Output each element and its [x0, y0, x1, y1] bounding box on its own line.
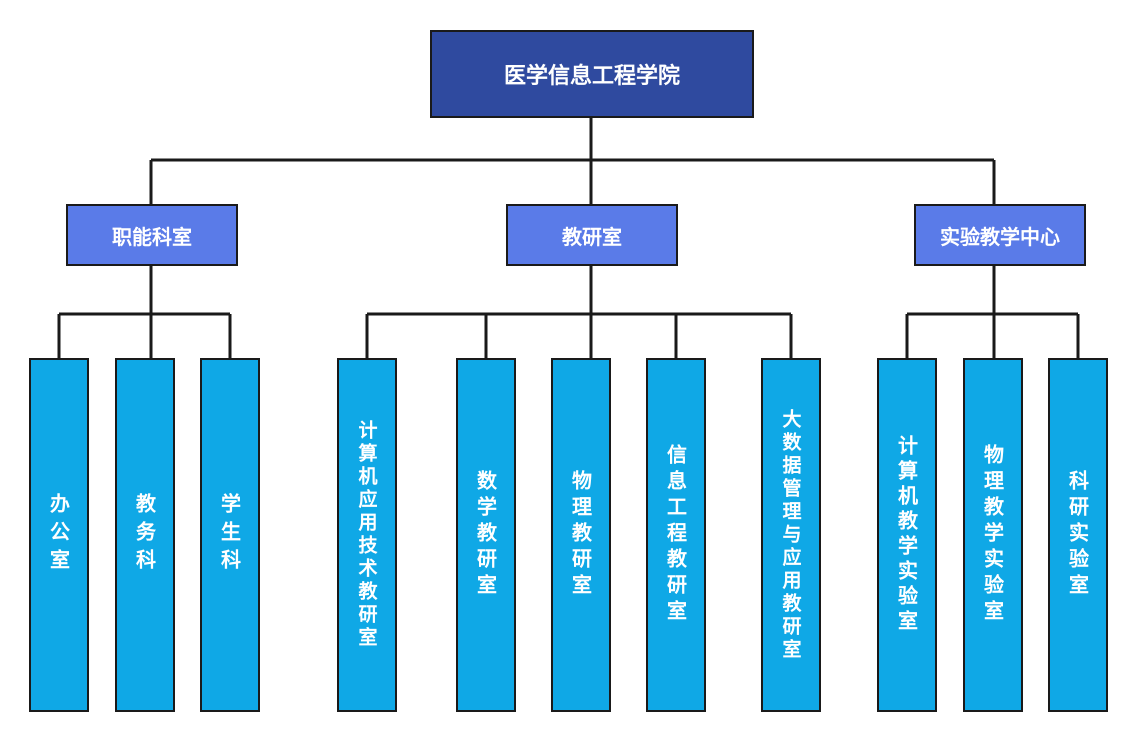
- unit-node: 办公室: [29, 358, 89, 712]
- unit-node: 信息工程教研室: [646, 358, 706, 712]
- unit-label: 物理教研室: [568, 470, 593, 600]
- unit-label: 计算机教学实验室: [894, 435, 919, 635]
- department-label: 实验教学中心: [940, 224, 1060, 249]
- department-node-experimental-center: 实验教学中心: [914, 204, 1086, 266]
- unit-node: 教务科: [115, 358, 175, 712]
- unit-node: 大数据管理与应用教研室: [761, 358, 821, 712]
- unit-label: 物理教学实验室: [980, 444, 1005, 626]
- department-label: 职能科室: [112, 224, 192, 249]
- unit-label: 信息工程教研室: [663, 444, 688, 626]
- unit-node: 计算机教学实验室: [877, 358, 937, 712]
- unit-label: 大数据管理与应用教研室: [779, 408, 802, 662]
- unit-label: 科研实验室: [1065, 470, 1090, 600]
- unit-label: 数学教研室: [473, 470, 498, 600]
- unit-node: 物理教学实验室: [963, 358, 1023, 712]
- unit-node: 学生科: [200, 358, 260, 712]
- unit-node: 计算机应用技术教研室: [337, 358, 397, 712]
- unit-node: 物理教研室: [551, 358, 611, 712]
- root-title: 医学信息工程学院: [503, 64, 680, 89]
- unit-label: 学生科: [217, 493, 242, 577]
- unit-label: 计算机应用技术教研室: [355, 420, 378, 650]
- unit-label: 教务科: [132, 493, 157, 577]
- department-node-teaching-research: 教研室: [506, 204, 678, 266]
- department-label: 教研室: [562, 224, 622, 249]
- unit-node: 数学教研室: [456, 358, 516, 712]
- unit-node: 科研实验室: [1048, 358, 1108, 712]
- root-node: 医学信息工程学院: [430, 30, 754, 118]
- department-node-functional-offices: 职能科室: [66, 204, 238, 266]
- unit-label: 办公室: [46, 493, 71, 577]
